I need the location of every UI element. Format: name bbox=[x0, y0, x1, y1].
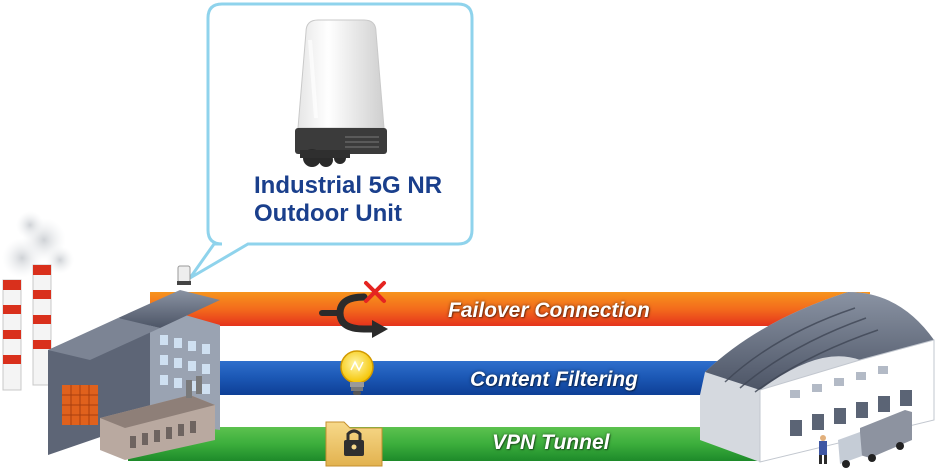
warehouse-building bbox=[700, 292, 935, 468]
content-filtering-label: Content Filtering bbox=[470, 368, 638, 391]
locked-folder-icon bbox=[325, 421, 383, 467]
device-title: Industrial 5G NR Outdoor Unit bbox=[254, 172, 474, 228]
device-title-line1: Industrial 5G NR bbox=[254, 172, 443, 199]
content-filtering-band bbox=[140, 361, 760, 395]
failover-band bbox=[150, 292, 870, 326]
device-title-line2: Outdoor Unit bbox=[254, 200, 402, 227]
truck-icon bbox=[838, 410, 912, 468]
vpn-tunnel-label: VPN Tunnel bbox=[492, 431, 610, 454]
failover-label: Failover Connection bbox=[448, 299, 650, 322]
lightbulb-icon bbox=[340, 350, 374, 395]
vpn-tunnel-band bbox=[128, 427, 760, 461]
worker-icon bbox=[819, 435, 827, 464]
factory-building bbox=[2, 211, 220, 460]
smoke-cloud-icon bbox=[2, 211, 74, 278]
outdoor-unit-device-icon bbox=[295, 19, 387, 167]
failover-arrow-icon bbox=[319, 281, 388, 338]
rooftop-device-icon bbox=[177, 265, 191, 285]
